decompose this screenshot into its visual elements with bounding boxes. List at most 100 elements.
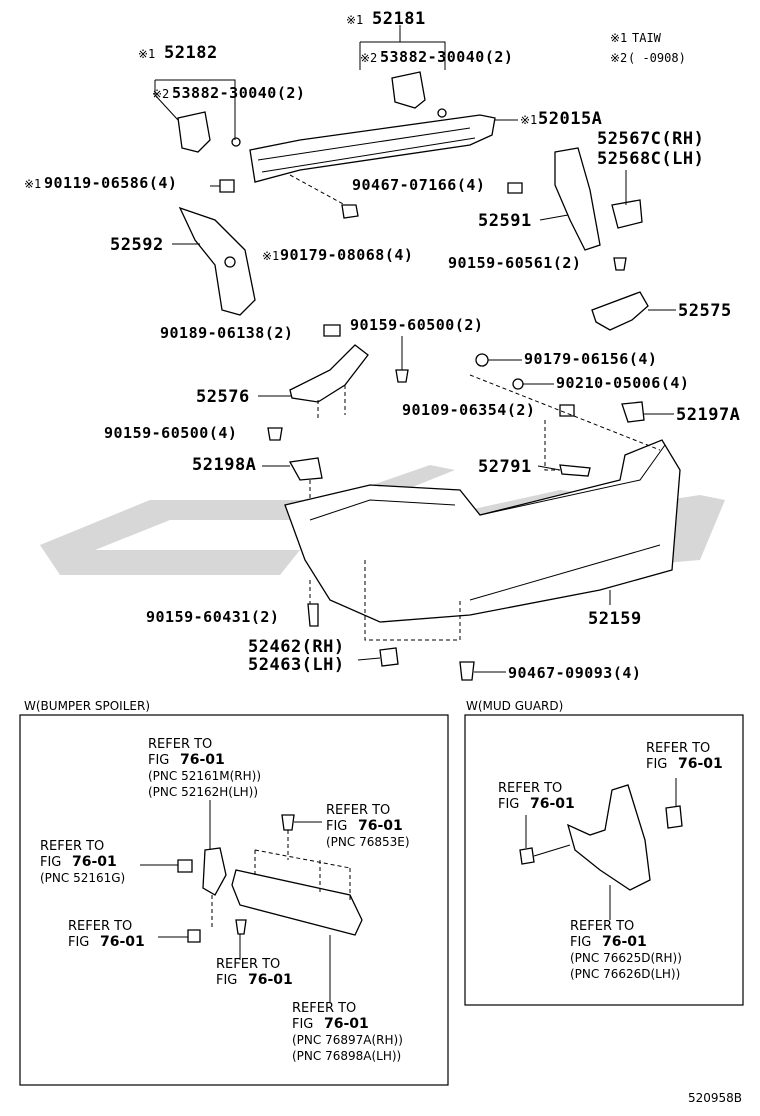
label-52591: 52591 <box>478 211 532 231</box>
mark-53882-r: ※2 <box>360 51 377 65</box>
spoiler-retainer <box>187 929 201 943</box>
bolt-90119 <box>219 179 235 193</box>
label-52568c: 52568C(LH) <box>597 149 704 169</box>
note2-mark: ※2 <box>610 51 627 65</box>
label-52181: 52181 <box>372 9 426 29</box>
spoiler-ref6-fig: FIG <box>292 1017 313 1032</box>
label-52592: 52592 <box>110 235 164 255</box>
screw-90159-60500a <box>395 369 409 383</box>
mudguard-ref3-pnc-lh: (PNC 76626D(LH)) <box>570 967 680 981</box>
hole-52592 <box>224 256 236 268</box>
mark-53882-l: ※2 <box>152 87 169 101</box>
spoiler-ref6-refer: REFER TO <box>292 1001 356 1016</box>
label-90467-09093: 90467-09093(4) <box>508 664 641 682</box>
spoiler-ref4-fig: FIG <box>68 935 89 950</box>
nut-90179-06156 <box>475 353 489 367</box>
diagram-id: 520958B <box>688 1091 742 1105</box>
mudguard-ref1-fig: FIG <box>646 757 667 772</box>
bracket-52182 <box>177 111 211 153</box>
spoiler-screw <box>235 919 247 935</box>
label-52182: 52182 <box>164 43 218 63</box>
label-53882-r: 53882-30040(2) <box>380 48 513 66</box>
label-52576: 52576 <box>196 387 250 407</box>
part-52462 <box>379 647 399 667</box>
spoiler-ref1-refer: REFER TO <box>148 737 212 752</box>
reinforcement-bar <box>249 114 496 183</box>
spoiler-bolt <box>177 859 193 873</box>
clip-90189 <box>323 324 341 337</box>
spoiler-ref2-fig: FIG <box>326 819 347 834</box>
spoiler-ref1-figno: 76-01 <box>180 752 225 768</box>
spoiler-ref3-pnc: (PNC 52161G) <box>40 871 125 885</box>
spoiler-ref4-refer: REFER TO <box>68 919 132 934</box>
mudguard-ref1-figno: 76-01 <box>678 756 723 772</box>
label-90109: 90109-06354(2) <box>402 401 535 419</box>
label-52462: 52462(RH) <box>248 637 345 657</box>
spoiler-ref6-pnc-rh: (PNC 76897A(RH)) <box>292 1033 403 1047</box>
label-52567c: 52567C(RH) <box>597 129 704 149</box>
mudguard-ref1-refer: REFER TO <box>646 741 710 756</box>
label-90159-60500b: 90159-60500(4) <box>104 424 237 442</box>
bracket-52567c <box>611 199 643 229</box>
washer-90210 <box>512 378 524 390</box>
label-52463: 52463(LH) <box>248 655 345 675</box>
spoiler-box-title: W(BUMPER SPOILER) <box>24 699 150 713</box>
retainer-52197a <box>621 401 645 423</box>
mudguard-screw <box>519 847 535 865</box>
spoiler-ref4-figno: 76-01 <box>100 934 145 950</box>
mark-52181: ※1 <box>346 13 363 27</box>
spoiler-ref5-fig: FIG <box>216 973 237 988</box>
label-52197a: 52197A <box>676 405 740 425</box>
label-90179-08068: 90179-08068(4) <box>280 246 413 264</box>
spoiler-ref2-pnc: (PNC 76853E) <box>326 835 410 849</box>
mark-52182: ※1 <box>138 47 155 61</box>
spoiler-ref6-figno: 76-01 <box>324 1016 369 1032</box>
note2-text: ( -0908) <box>628 51 686 65</box>
nut-53882-l <box>231 137 241 147</box>
bumper-spoiler-part <box>231 869 363 936</box>
bracket-52591 <box>554 147 601 251</box>
label-52198a: 52198A <box>192 455 256 475</box>
bumper-cover-52159 <box>284 439 681 623</box>
mudguard-ref2-fig: FIG <box>498 797 519 812</box>
bumper-spoiler-box: W(BUMPER SPOILER) REFER TO FIG 76-01 (PN… <box>19 699 449 1086</box>
label-53882-l: 53882-30040(2) <box>172 84 305 102</box>
mudguard-ref2-figno: 76-01 <box>530 796 575 812</box>
spoiler-ref5-figno: 76-01 <box>248 972 293 988</box>
mudguard-ref2-refer: REFER TO <box>498 781 562 796</box>
label-90119: 90119-06586(4) <box>44 174 177 192</box>
label-52575: 52575 <box>678 301 732 321</box>
mark-90179-08068: ※1 <box>262 249 279 263</box>
bracket-52181 <box>391 71 426 109</box>
clip-90467-09093 <box>459 661 475 681</box>
spoiler-clip <box>281 814 295 831</box>
spoiler-ref6-pnc-lh: (PNC 76898A(LH)) <box>292 1049 401 1063</box>
spoiler-ref3-refer: REFER TO <box>40 839 104 854</box>
spoiler-ref3-fig: FIG <box>40 855 61 870</box>
mudguard-ref3-refer: REFER TO <box>570 919 634 934</box>
spoiler-bracket <box>202 847 227 896</box>
mudguard-ref3-figno: 76-01 <box>602 934 647 950</box>
spoiler-ref5-refer: REFER TO <box>216 957 280 972</box>
mark-90119: ※1 <box>24 177 41 191</box>
bracket-52576 <box>289 344 369 403</box>
mudguard-box-title: W(MUD GUARD) <box>466 699 563 713</box>
label-52791: 52791 <box>478 457 532 477</box>
spoiler-ref2-refer: REFER TO <box>326 803 390 818</box>
note1-mark: ※1 <box>610 31 627 45</box>
label-90159-60431: 90159-60431(2) <box>146 608 279 626</box>
spoiler-ref1-pnc-rh: (PNC 52161M(RH)) <box>148 769 261 783</box>
mud-guard-box: W(MUD GUARD) REFER TO FIG 76-01 REFER TO… <box>464 699 744 1006</box>
mud-guard-part <box>566 784 651 891</box>
mudguard-clip <box>665 805 683 829</box>
clip-90467-07166 <box>507 182 523 194</box>
label-90159-60561: 90159-60561(2) <box>448 254 581 272</box>
spoiler-box-frame <box>19 714 449 1086</box>
screw-90159-60561 <box>613 257 627 271</box>
spoiler-ref1-fig: FIG <box>148 753 169 768</box>
bracket-52592 <box>178 206 256 316</box>
mark-52015a: ※1 <box>520 113 537 127</box>
nut-90179-08068 <box>341 204 359 219</box>
